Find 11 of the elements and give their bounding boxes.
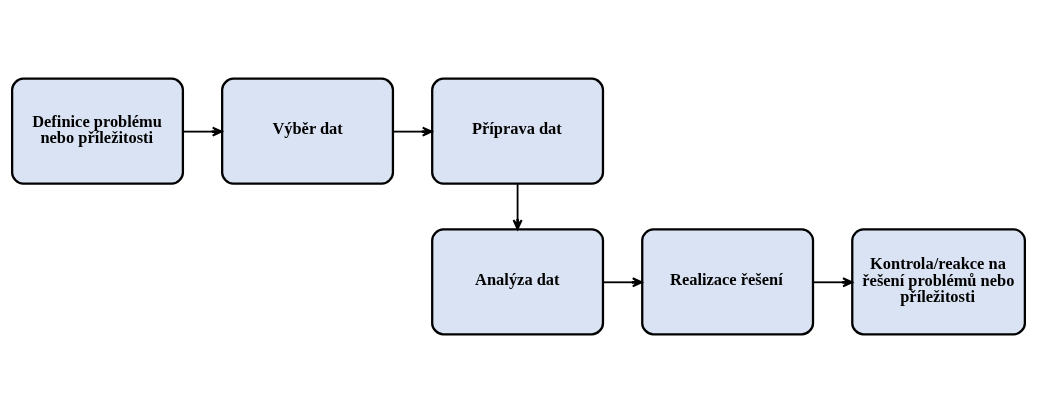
arrow — [512, 182, 523, 230]
arrow — [812, 276, 854, 287]
arrow — [392, 126, 433, 137]
node-box: Analýza dat — [431, 227, 605, 335]
arrow — [182, 126, 223, 137]
node-box: Příprava dat — [431, 77, 605, 185]
node-box: Realizace řešení — [641, 227, 815, 335]
node-box: Kontrola/reakce na řešení problémů nebo příležitosti — [851, 227, 1026, 335]
node-box: Definice problému nebo příležitosti — [11, 77, 185, 185]
arrow — [602, 276, 643, 287]
node-box: Výběr dat — [221, 77, 395, 185]
